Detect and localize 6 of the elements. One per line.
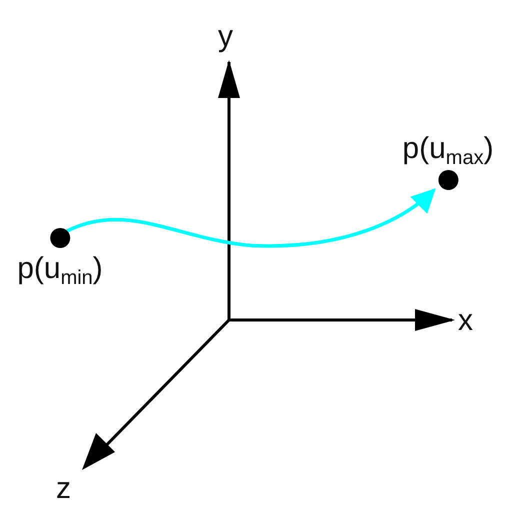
axis-label: y [218, 22, 233, 52]
point-label: p(u$_{max}$) [402, 132, 494, 166]
axis-label: z [56, 474, 71, 504]
point-label: p(u$_{min}$) [17, 252, 103, 286]
curve-arrow [66, 188, 436, 248]
axis-label: x [458, 306, 473, 336]
